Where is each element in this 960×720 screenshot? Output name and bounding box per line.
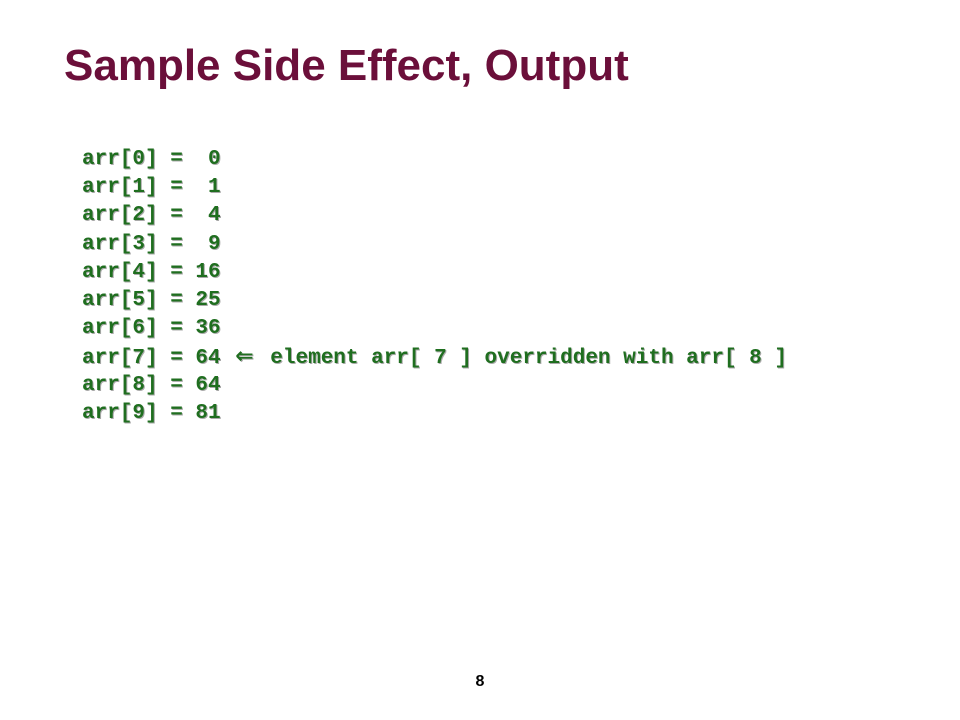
output-line-7-annotated: arr[7] = 64 ⇐ element arr[ 7 ] overridde…: [82, 343, 787, 371]
slide-title: Sample Side Effect, Output: [64, 41, 629, 90]
output-line-1: arr[1] = 1: [82, 176, 221, 200]
output-line-6: arr[6] = 36: [82, 317, 221, 341]
output-line-5: arr[5] = 25: [82, 288, 221, 312]
output-line-0: arr[0] = 0: [82, 148, 221, 171]
override-annotation: element arr[ 7 ] overridden with arr[ 8 …: [270, 347, 787, 371]
output-line-8: arr[8] = 64: [82, 373, 221, 397]
output-line-4: arr[4] = 16: [82, 260, 221, 284]
output-line-2: arr[2] = 4: [82, 204, 221, 228]
output-line-9: arr[9] = 81: [82, 401, 221, 425]
output-line-3: arr[3] = 9: [82, 232, 221, 256]
output-line-7: arr[7] = 64: [82, 347, 221, 371]
page-number: 8: [475, 673, 485, 690]
left-arrow-icon: ⇐: [235, 344, 254, 370]
program-output: arr[0] = 0 arr[1] = 1 arr[2] = 4 arr[3] …: [82, 146, 787, 428]
